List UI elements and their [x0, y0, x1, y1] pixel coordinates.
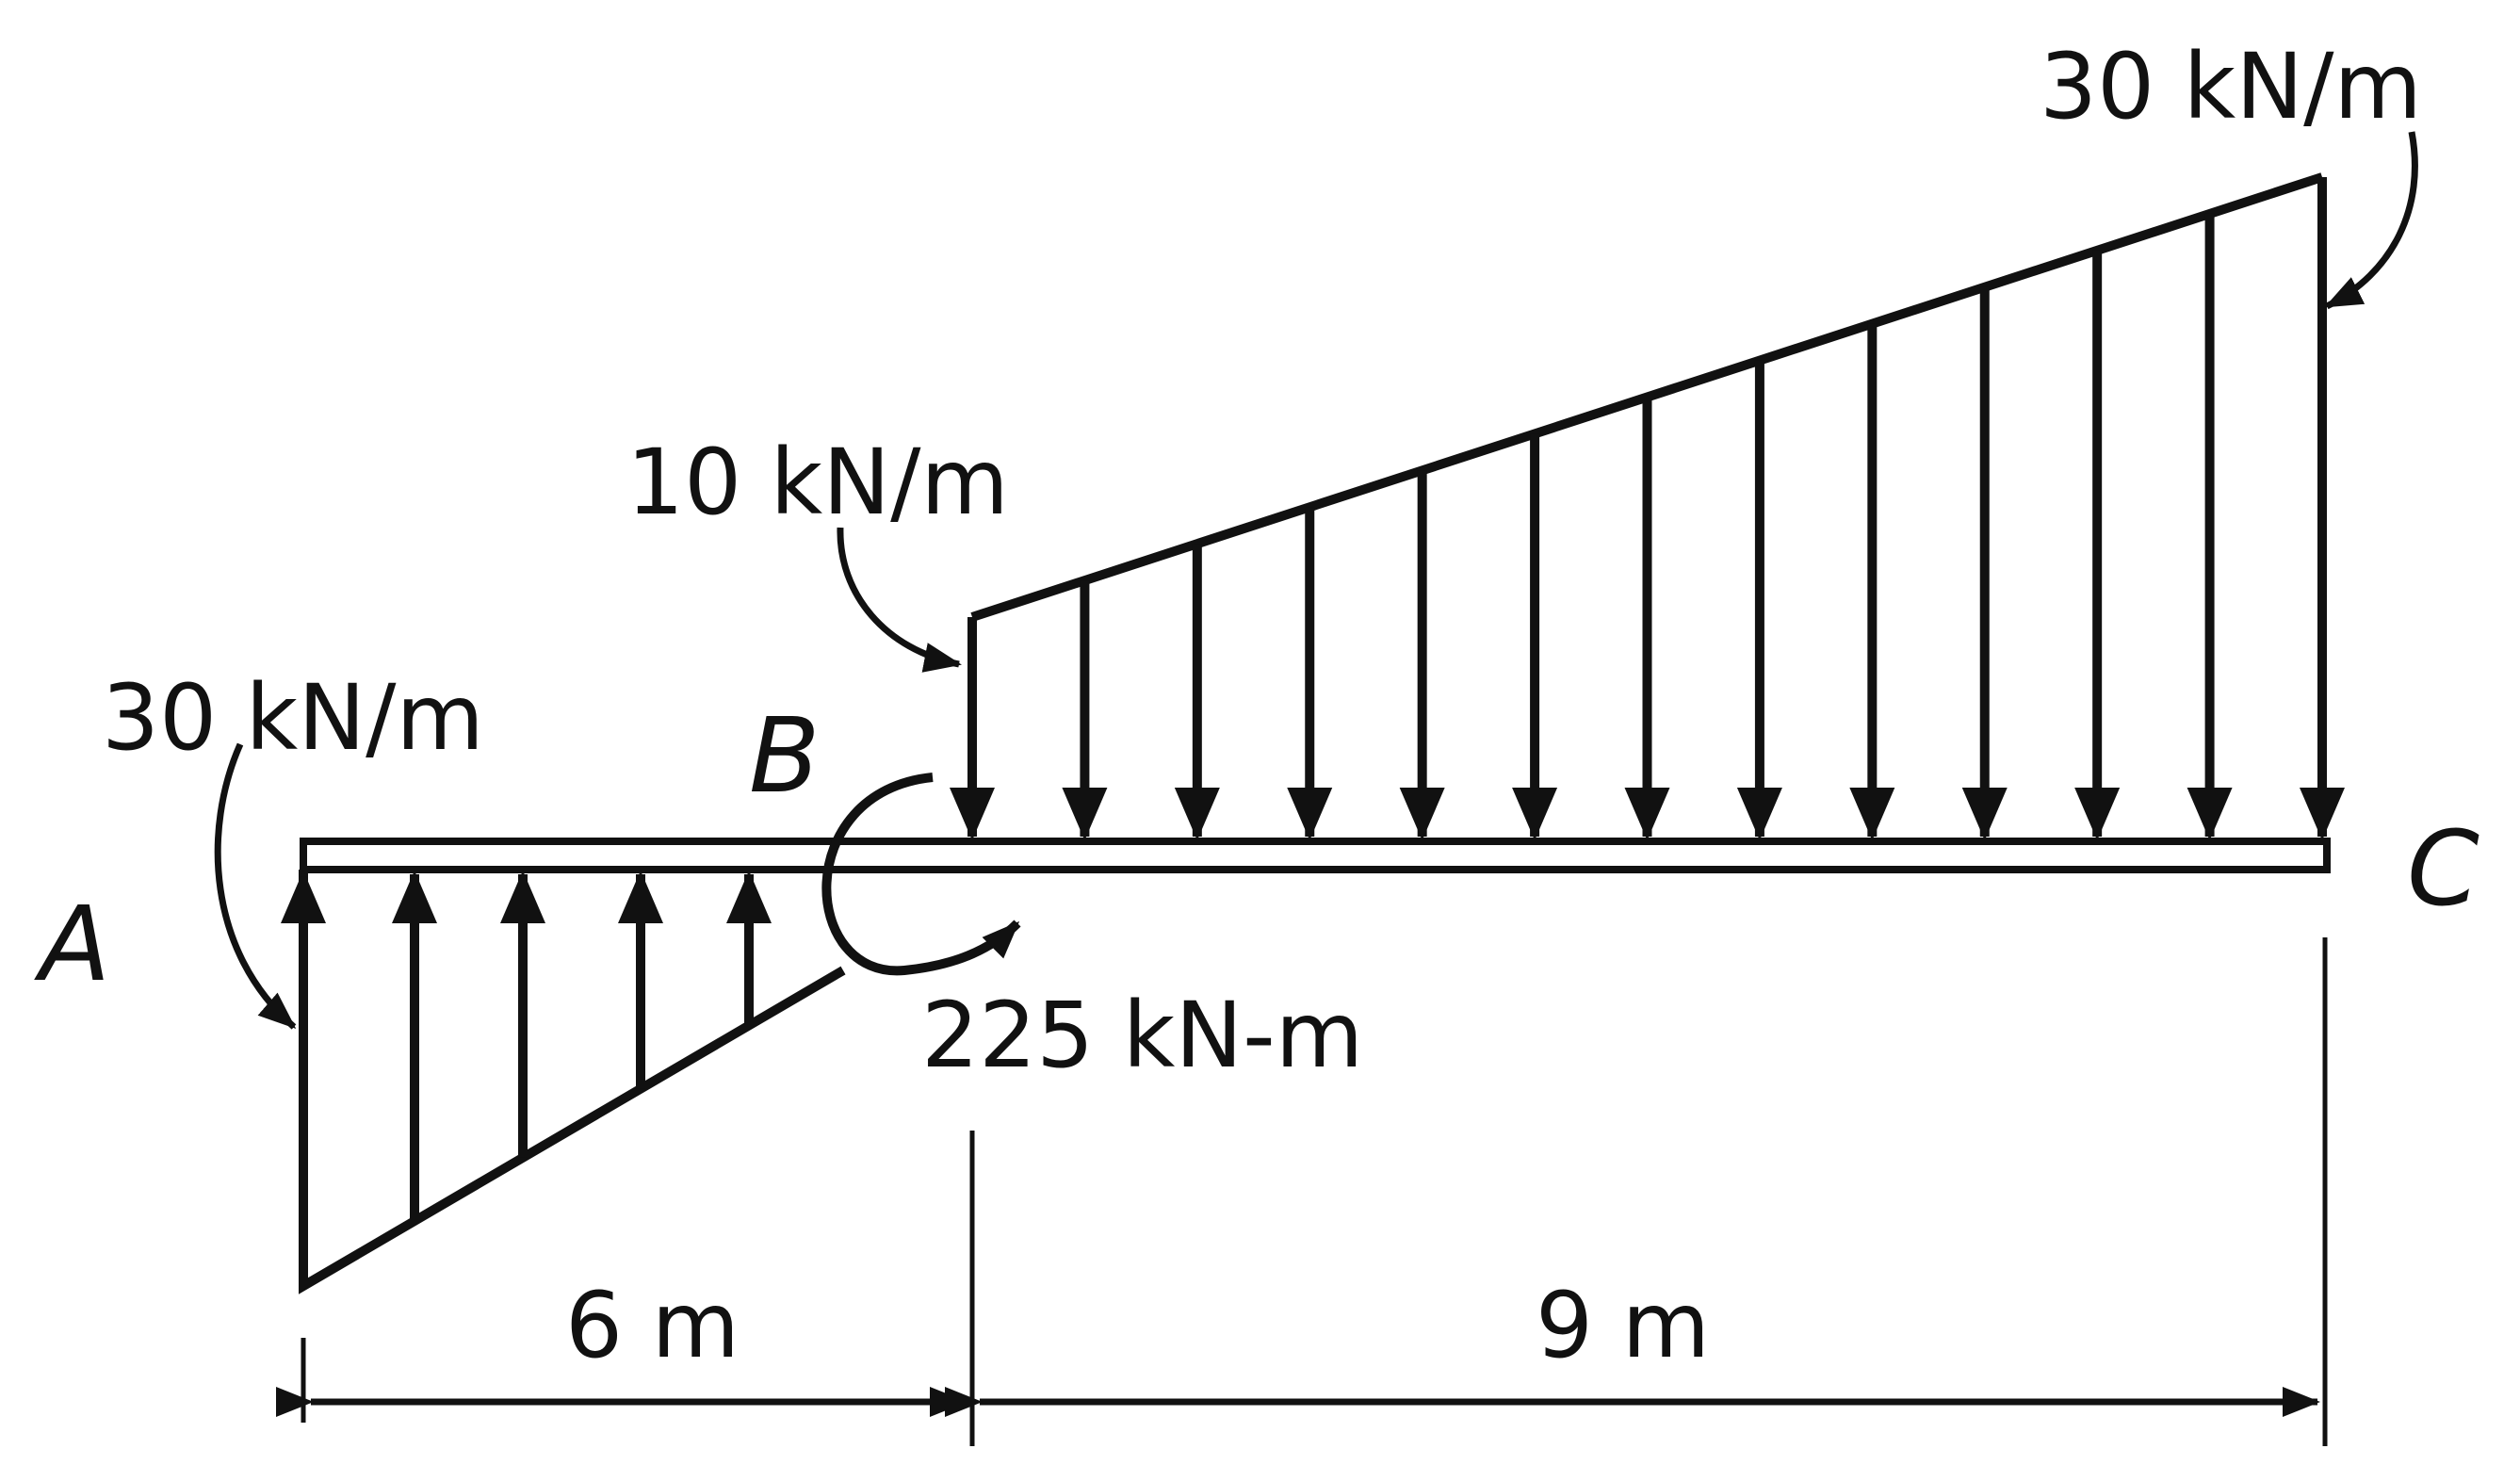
- leader-lines: [214, 131, 2418, 1030]
- leader-mid-load: [837, 527, 962, 673]
- moment-arrow: [821, 773, 1021, 976]
- label-point-a: A: [34, 884, 110, 1004]
- labels: A B C 30 kN/m 10 kN/m 30 kN/m 225 kN-m 6…: [34, 34, 2479, 1378]
- beam: [300, 838, 2331, 873]
- label-right-load: 30 kN/m: [2040, 34, 2422, 139]
- label-mid-load: 10 kN/m: [626, 430, 1009, 535]
- leader-left-load: [214, 742, 297, 1030]
- leader-right-load: [2324, 131, 2418, 310]
- label-moment: 225 kN-m: [921, 983, 1363, 1088]
- moment-at-b: [821, 773, 1021, 976]
- label-dim-right: 9 m: [1536, 1273, 1710, 1378]
- dimension-lines: [276, 937, 2328, 1446]
- right-distributed-load: [950, 172, 2345, 840]
- downward-load-arrows: [950, 177, 2345, 840]
- upward-load-arrows: [281, 871, 772, 1286]
- label-left-load: 30 kN/m: [102, 665, 484, 771]
- left-load-outline: [299, 870, 846, 1294]
- label-dim-left: 6 m: [565, 1273, 740, 1378]
- label-point-c: C: [2407, 808, 2479, 929]
- left-distributed-load: [281, 870, 846, 1294]
- label-point-b: B: [749, 695, 820, 816]
